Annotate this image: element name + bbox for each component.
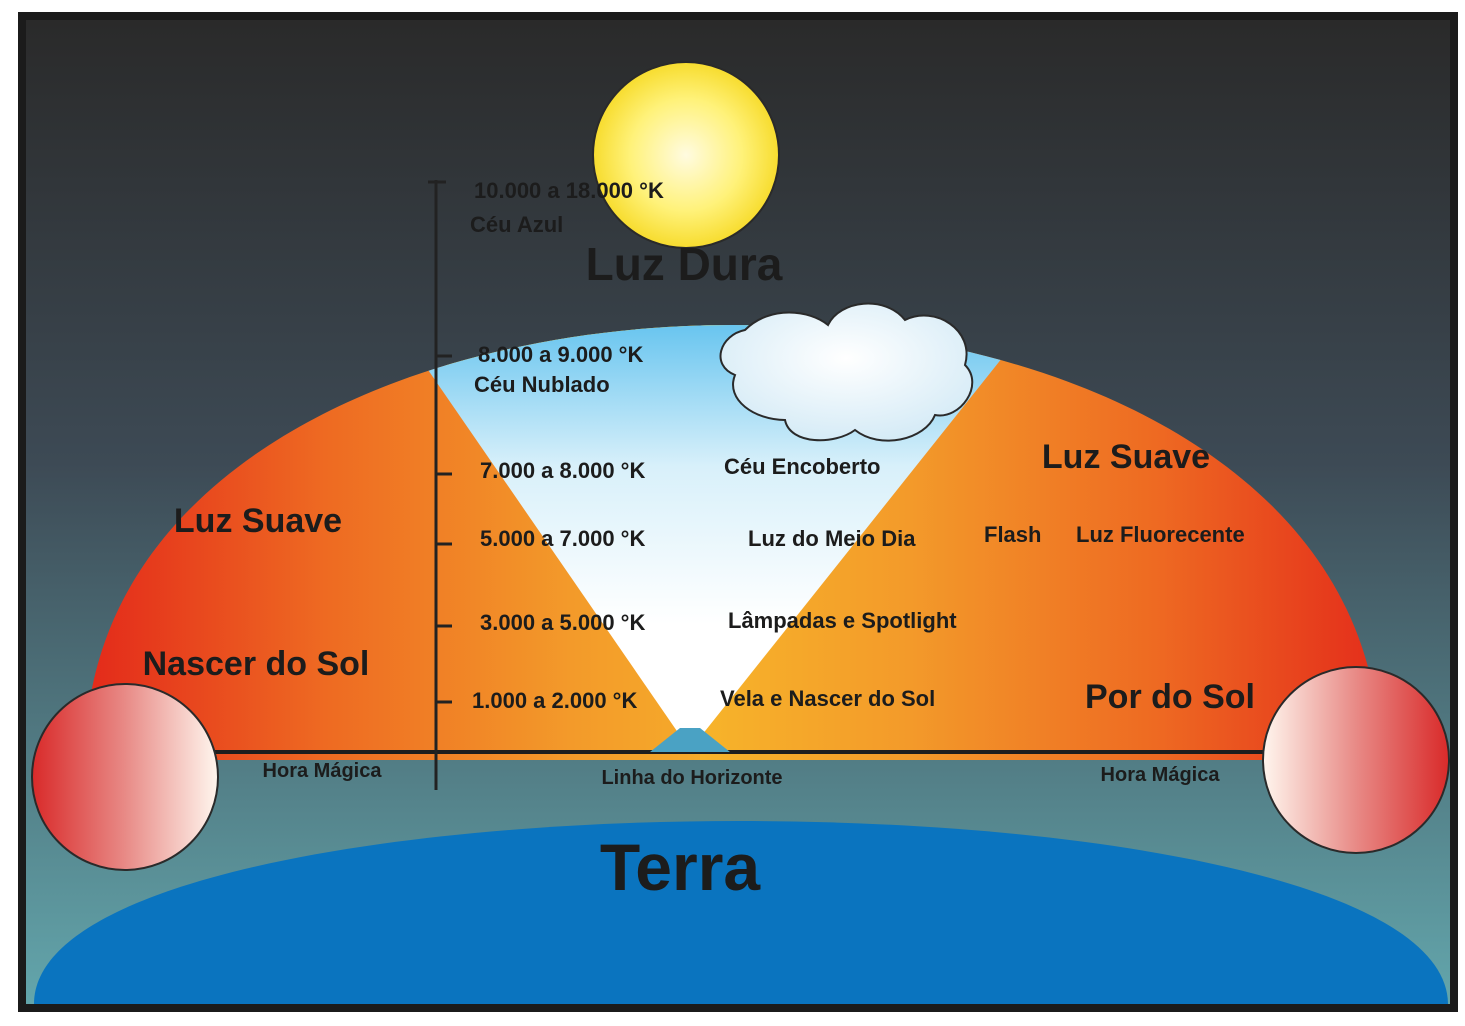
scale-temp-5: 3.000 a 5.000 °K [480,610,645,635]
horizon-line-label: Linha do Horizonte [601,767,782,789]
scale-temp-1: 10.000 a 18.000 °K [474,178,664,203]
scale-desc-6: Vela e Nascer do Sol [720,686,935,711]
setting-sun-icon [1262,666,1450,854]
scale-desc-3: Céu Encoberto [724,454,880,479]
sun-icon [592,61,780,249]
sky-dome [85,325,1380,760]
sunset-label: Por do Sol [1085,678,1255,716]
scale-desc-2: Céu Nublado [474,372,610,397]
scale-temp-3: 7.000 a 8.000 °K [480,458,645,483]
temperature-scale-axis [428,180,452,790]
scale-temp-6: 1.000 a 2.000 °K [472,688,637,713]
scale-extra-flash: Flash [984,522,1041,547]
horizon-glow [650,728,730,752]
scale-desc-5: Lâmpadas e Spotlight [728,608,957,633]
scale-desc-1: Céu Azul [470,212,563,237]
soft-light-left-label: Luz Suave [174,502,342,540]
scale-extra-fluorescent: Luz Fluorecente [1076,522,1245,547]
rising-sun-icon [31,683,219,871]
hard-light-label: Luz Dura [586,238,783,290]
soft-light-right-label: Luz Suave [1042,438,1210,476]
magic-hour-right-label: Hora Mágica [1101,764,1221,786]
earth-label: Terra [600,830,761,904]
scale-desc-4: Luz do Meio Dia [748,526,916,551]
hard-light-region [330,325,1110,750]
sunrise-label: Nascer do Sol [143,645,370,683]
cloud-icon [719,302,974,442]
scale-temp-2: 8.000 a 9.000 °K [478,342,643,367]
scale-temp-4: 5.000 a 7.000 °K [480,526,645,551]
magic-hour-left-label: Hora Mágica [263,760,383,782]
earth-shape [34,821,1448,1004]
